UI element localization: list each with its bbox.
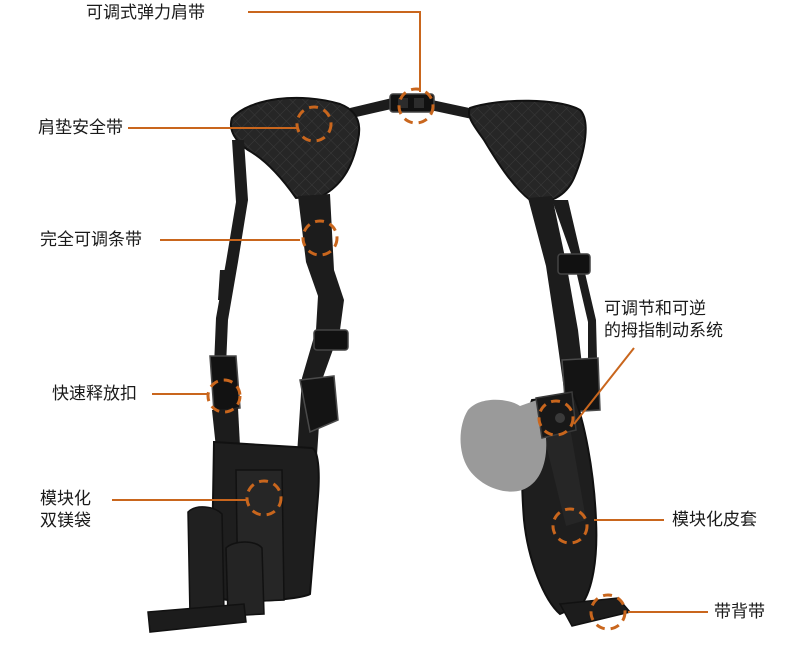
label-adjustable-elastic-strap: 可调式弹力肩带 [86,3,205,23]
callout-circle-pad [295,105,333,143]
left-lower-buckle [299,375,339,434]
callout-circle-holster [551,507,589,545]
label-thumb-retention: 可调节和可逆 的拇指制动系统 [604,299,723,341]
left-strap-slider [313,329,349,351]
callout-circle-pouch [245,479,283,517]
thumb-break-strap [535,391,577,439]
label-shoulder-pad-safety-strap: 肩垫安全带 [38,118,123,138]
double-mag-pouch [147,440,320,633]
callout-circle-elastic [397,87,435,125]
label-quick-release-buckle: 快速释放扣 [52,384,137,404]
right-shoulder-pad [468,99,587,203]
back-strap-left [350,98,396,118]
label-fully-adjustable-strap: 完全可调条带 [40,230,142,250]
left-shoulder-pad [230,96,361,200]
callout-circle-thumb [537,399,575,437]
callout-circle-buckle [206,378,242,414]
left-outer-thin-strap [214,140,248,366]
label-modular-double-mag-pouch: 模块化 双镁袋 [40,489,91,531]
callout-lines [112,11,708,613]
left-quick-release-buckle [209,355,241,448]
label-belt-strap: 带背带 [714,602,765,622]
label-modular-holster: 模块化皮套 [672,510,757,530]
callout-circle-belt [589,593,627,631]
right-strap-slider [557,253,591,275]
callout-circles [206,87,627,631]
center-buckle [389,93,435,113]
callout-circle-strap [301,219,339,257]
